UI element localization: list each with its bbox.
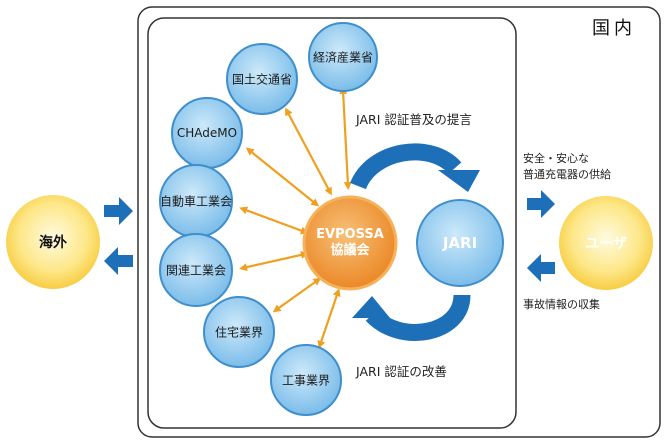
- arrow-related: [239, 250, 309, 272]
- node-jari: [416, 199, 504, 287]
- label-construction: 工事業界: [281, 373, 331, 388]
- node-housing: [203, 296, 275, 368]
- arrow-from-user: [527, 254, 555, 282]
- node-overseas: [6, 195, 100, 289]
- label-overseas: 海外: [39, 235, 67, 251]
- flow-bottom-label: JARI 認証の改善: [356, 364, 447, 379]
- label-mlit: 国土交通省: [231, 72, 293, 87]
- flow-to-user-line2: 普通充電器の供給: [523, 168, 611, 181]
- consortium-frame: [147, 17, 517, 429]
- label-user: ユーザ: [585, 236, 627, 252]
- stakeholder-arrows: [239, 86, 352, 349]
- flow-top-label: JARI 認証普及の提言: [356, 112, 472, 127]
- label-evpossa: EVPOSSA 協議会: [316, 227, 384, 259]
- label-jari: JARI: [442, 234, 478, 252]
- arrow-chademo: [245, 147, 320, 207]
- arrow-construction: [317, 288, 341, 349]
- arrow-to-overseas: [104, 247, 133, 275]
- flow-from-user: 事故情報の収集: [523, 298, 600, 311]
- label-jama: 自動車工業会: [159, 194, 233, 209]
- node-related: [159, 233, 233, 307]
- label-related: 関連工業会: [165, 263, 227, 278]
- flow-to-user-line1: 安全・安心な: [523, 152, 589, 165]
- node-user: [559, 196, 653, 290]
- node-mlit: [226, 43, 298, 115]
- label-housing: 住宅業界: [214, 325, 264, 340]
- domestic-frame: [137, 6, 661, 438]
- arrow-jama: [239, 206, 309, 235]
- label-chademo: CHAdeMO: [176, 126, 238, 140]
- arrow-to-domestic: [104, 197, 133, 225]
- node-meti: [308, 22, 378, 92]
- curved-arrow-bottom: [365, 293, 471, 341]
- curved-arrow-bottom-head: [352, 296, 390, 318]
- arrow-to-user: [527, 190, 555, 218]
- label-meti: 経済産業省: [312, 50, 374, 65]
- label-evpossa-line2: 協議会: [330, 243, 370, 258]
- arrow-mlit: [285, 107, 332, 196]
- stakeholder-nodes: [159, 22, 378, 416]
- node-construction: [270, 344, 342, 416]
- domestic-title: 国内: [592, 18, 636, 39]
- curved-arrow-top-head: [438, 170, 480, 192]
- arrow-meti: [339, 86, 352, 190]
- curved-arrow-top: [350, 143, 462, 190]
- label-evpossa-line1: EVPOSSA: [316, 227, 384, 242]
- arrow-housing: [272, 277, 322, 313]
- node-evpossa: [302, 195, 398, 291]
